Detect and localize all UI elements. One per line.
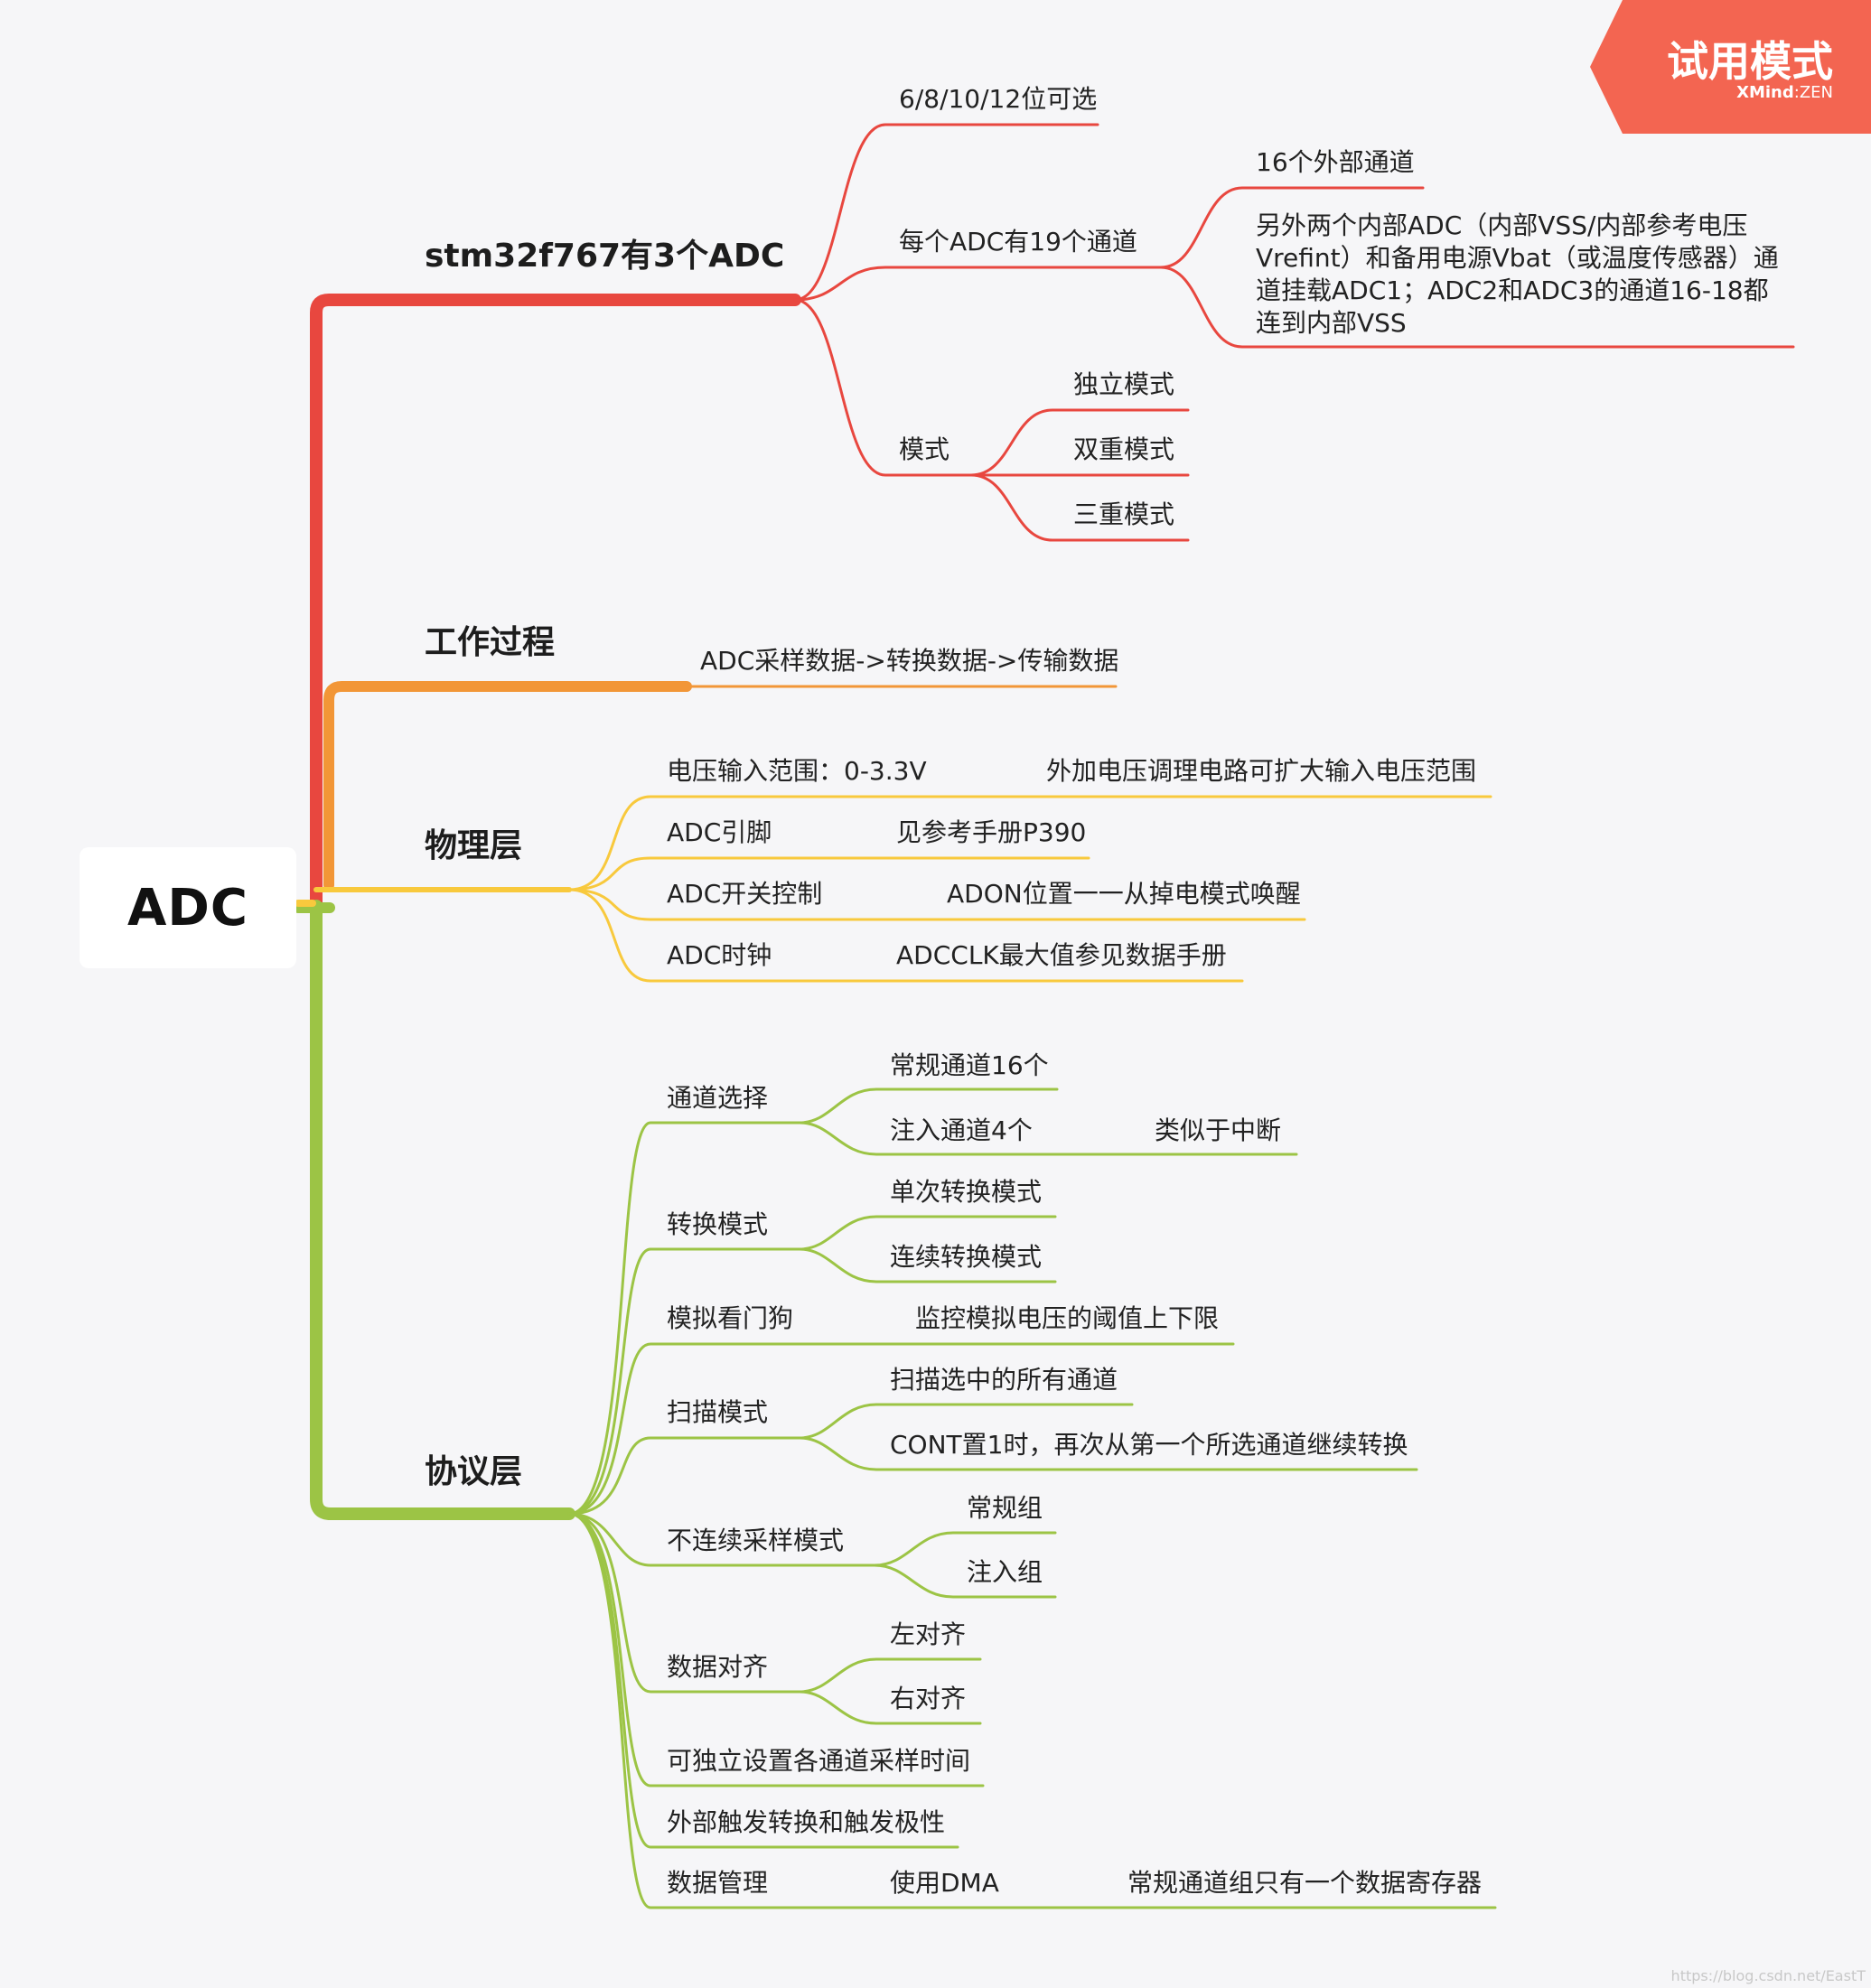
node-use-dma[interactable]: 使用DMA (890, 1868, 999, 1898)
node-external-trigger[interactable]: 外部触发转换和触发极性 (667, 1807, 946, 1837)
node-continuous-conversion[interactable]: 连续转换模式 (890, 1242, 1043, 1272)
branch-protocol-layer[interactable]: 协议层 (425, 1453, 523, 1490)
node-data-alignment[interactable]: 数据对齐 (667, 1652, 769, 1682)
trial-mode-badge[interactable]: 试用模式 XMind:ZEN (1590, 0, 1871, 134)
node-sample-time[interactable]: 可独立设置各通道采样时间 (667, 1746, 971, 1776)
node-scan-all[interactable]: 扫描选中的所有通道 (890, 1365, 1118, 1395)
root-label: ADC (127, 878, 248, 938)
badge-shape (1590, 0, 1871, 134)
node-watchdog-note[interactable]: 监控模拟电压的阈值上下限 (915, 1303, 1220, 1333)
node-discontinuous-mode[interactable]: 不连续采样模式 (667, 1526, 845, 1555)
node-internal-channels[interactable]: 另外两个内部ADC（内部VSS/内部参考电压Vrefint）和备用电源Vbat（… (1256, 210, 1779, 338)
badge-brand-line: XMind:ZEN (1736, 83, 1833, 102)
branch-adc-count[interactable]: stm32f767有3个ADC (425, 238, 785, 275)
trunk-red (310, 294, 801, 910)
node-channels[interactable]: 每个ADC有19个通道 (899, 227, 1137, 257)
node-resolution[interactable]: 6/8/10/12位可选 (899, 84, 1098, 114)
node-voltage-range-note[interactable]: 外加电压调理电路可扩大输入电压范围 (1046, 756, 1477, 786)
node-data-management[interactable]: 数据管理 (667, 1868, 769, 1898)
node-injected-group[interactable]: 注入组 (967, 1557, 1043, 1587)
node-single-conversion[interactable]: 单次转换模式 (890, 1177, 1043, 1207)
badge-edition: :ZEN (1793, 83, 1833, 102)
node-adc-clock[interactable]: ADC时钟 (667, 940, 772, 970)
node-mode-dual[interactable]: 双重模式 (1073, 434, 1175, 464)
node-adc-switch-note[interactable]: ADON位置一一从掉电模式唤醒 (947, 879, 1301, 909)
node-conversion-mode[interactable]: 转换模式 (667, 1209, 769, 1239)
node-voltage-range[interactable]: 电压输入范围：0-3.3V (667, 756, 927, 786)
node-scan-mode[interactable]: 扫描模式 (667, 1397, 769, 1427)
trunk-orange (323, 681, 692, 891)
node-external-channels[interactable]: 16个外部通道 (1256, 147, 1415, 177)
node-adc-switch[interactable]: ADC开关控制 (667, 879, 823, 909)
node-regular-channels[interactable]: 常规通道16个 (890, 1050, 1049, 1080)
node-channel-select[interactable]: 通道选择 (667, 1083, 769, 1113)
trunk-green (310, 900, 575, 1520)
node-mode-triple[interactable]: 三重模式 (1073, 499, 1175, 529)
node-adc-pins-note[interactable]: 见参考手册P390 (896, 817, 1087, 847)
node-mode-independent[interactable]: 独立模式 (1073, 369, 1175, 399)
branch-physical-layer[interactable]: 物理层 (425, 827, 523, 864)
node-injected-channels[interactable]: 注入通道4个 (890, 1115, 1033, 1145)
node-adc-clock-note[interactable]: ADCCLK最大值参见数据手册 (896, 940, 1227, 970)
node-adc-pins[interactable]: ADC引脚 (667, 817, 772, 847)
node-modes[interactable]: 模式 (899, 434, 950, 464)
node-right-align[interactable]: 右对齐 (890, 1684, 967, 1713)
branch-work-process[interactable]: 工作过程 (425, 624, 556, 661)
node-analog-watchdog[interactable]: 模拟看门狗 (667, 1303, 794, 1333)
node-left-align[interactable]: 左对齐 (890, 1619, 967, 1649)
node-injected-note[interactable]: 类似于中断 (1155, 1115, 1282, 1145)
node-regular-group[interactable]: 常规组 (967, 1493, 1043, 1523)
node-scan-cont[interactable]: CONT置1时，再次从第一个所选通道继续转换 (890, 1430, 1408, 1460)
badge-title: 试用模式 (1667, 37, 1833, 86)
root-topic[interactable]: ADC (80, 847, 296, 968)
watermark-url: https://blog.csdn.net/EastT (1670, 1967, 1866, 1984)
node-process-flow[interactable]: ADC采样数据->转换数据->传输数据 (700, 646, 1119, 676)
node-dma-note[interactable]: 常规通道组只有一个数据寄存器 (1127, 1868, 1483, 1898)
badge-brand: XMind (1736, 83, 1794, 102)
